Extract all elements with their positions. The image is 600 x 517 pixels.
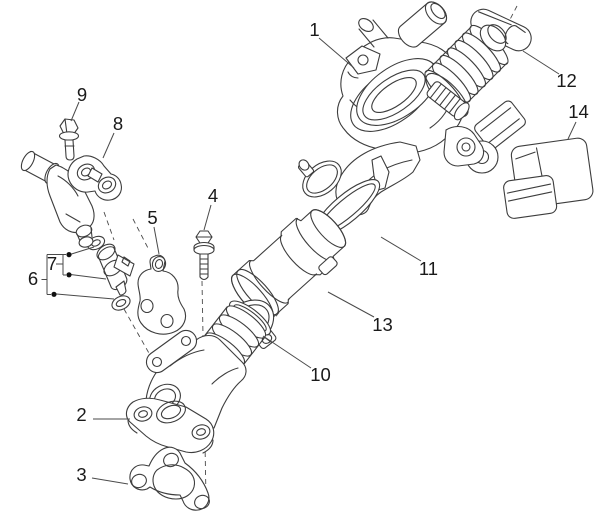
part-13-rubber-spacer [231, 209, 347, 320]
o-ring-lower [111, 295, 131, 311]
link-plate [145, 329, 198, 374]
callout-9: 9 [77, 84, 87, 105]
part-14-protection-cap [503, 137, 594, 219]
callout-13: 13 [372, 314, 393, 335]
vacuum-nipple [358, 18, 389, 48]
bracket-6 [41, 254, 51, 295]
leader-9 [70, 101, 80, 122]
axis-bracket8 [103, 211, 115, 241]
callout-brackets-6-7 [41, 246, 115, 300]
leader-12 [522, 50, 560, 75]
callout-11: 11 [419, 258, 438, 279]
leader-11 [380, 236, 422, 262]
leader-4 [203, 204, 212, 231]
callout-1: 1 [309, 19, 319, 40]
part-2-inlet-manifold [125, 300, 272, 454]
axis-bracket5 [132, 218, 150, 251]
callout-labels: 1 2 3 4 5 6 7 8 9 10 11 12 13 14 [28, 19, 589, 485]
part-8-support-bracket [67, 155, 122, 201]
leader-lines [70, 37, 577, 485]
part-9-hex-flange-bolt [58, 118, 80, 161]
leader-8 [102, 132, 115, 159]
throttle-lever [345, 45, 381, 79]
ref-dot-7a [66, 252, 72, 258]
callout-8: 8 [113, 113, 123, 134]
callout-4: 4 [208, 185, 218, 206]
leader-13 [327, 291, 375, 318]
leader-14 [567, 121, 577, 140]
part-12-top-cover [470, 8, 532, 52]
part-3-flange-gasket [129, 446, 210, 511]
leader-10 [262, 335, 312, 369]
callout-5: 5 [147, 207, 157, 228]
callout-10: 10 [310, 364, 331, 385]
mounted-injector [426, 81, 470, 121]
callout-14: 14 [568, 101, 589, 122]
ref-dot-6 [51, 291, 57, 297]
idle-valve [397, 1, 448, 48]
callout-3: 3 [76, 464, 86, 485]
ref-dot-7b [66, 272, 72, 278]
part-4-stud-bolt [193, 230, 215, 281]
dot-line-7a [71, 246, 95, 255]
callout-7: 7 [47, 253, 57, 274]
dot-line-6 [56, 293, 115, 300]
leader-3 [91, 477, 129, 485]
callout-6: 6 [28, 268, 38, 289]
leader-5 [153, 226, 160, 255]
fuel-injector-assembly [86, 235, 135, 311]
manifold-flange [125, 397, 215, 454]
bracket-7 [47, 254, 66, 276]
outlet-clamp [297, 159, 342, 198]
part-1-throttle-body [297, 1, 526, 216]
callout-2: 2 [76, 404, 86, 425]
part-5-injector-bracket [137, 254, 187, 335]
leader-1 [318, 37, 355, 69]
injector-connector [113, 254, 135, 277]
dot-line-7b [71, 274, 107, 280]
mounting-ear [443, 125, 485, 167]
fuel-fitting [20, 150, 95, 248]
callout-12: 12 [556, 70, 577, 91]
axis-spacer-to-clamp [263, 297, 291, 333]
